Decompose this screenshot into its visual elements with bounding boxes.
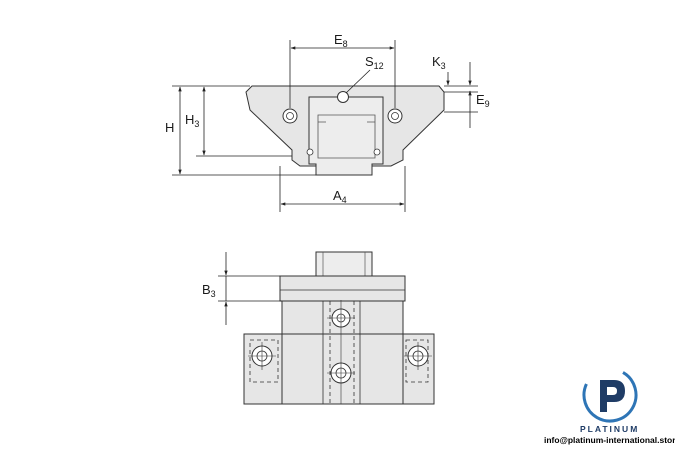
label-e8: E8 [334,32,348,49]
screw-left [282,108,298,124]
brand-name: PLATINUM [580,424,639,434]
logo-p-icon [600,380,625,412]
label-h: H [165,120,174,135]
brand-email: info@platinum-international.store [544,435,675,445]
label-a4: A4 [333,188,347,205]
label-b3: B3 [202,282,216,299]
side-view: B3 [202,251,435,405]
dimension-lines [172,40,478,212]
rail [308,96,384,176]
dimension-b3 [218,252,282,325]
screw-right [387,108,403,124]
label-k3: K3 [432,54,446,71]
label-h3: H3 [185,112,199,129]
lube-nipple [337,91,349,103]
front-view: E8 S12 K3 E9 H H3 A4 [165,32,490,212]
label-s12: S12 [365,54,384,71]
platinum-logo: PLATINUM info@platinum-international.sto… [544,367,675,445]
label-e9: E9 [476,92,490,109]
